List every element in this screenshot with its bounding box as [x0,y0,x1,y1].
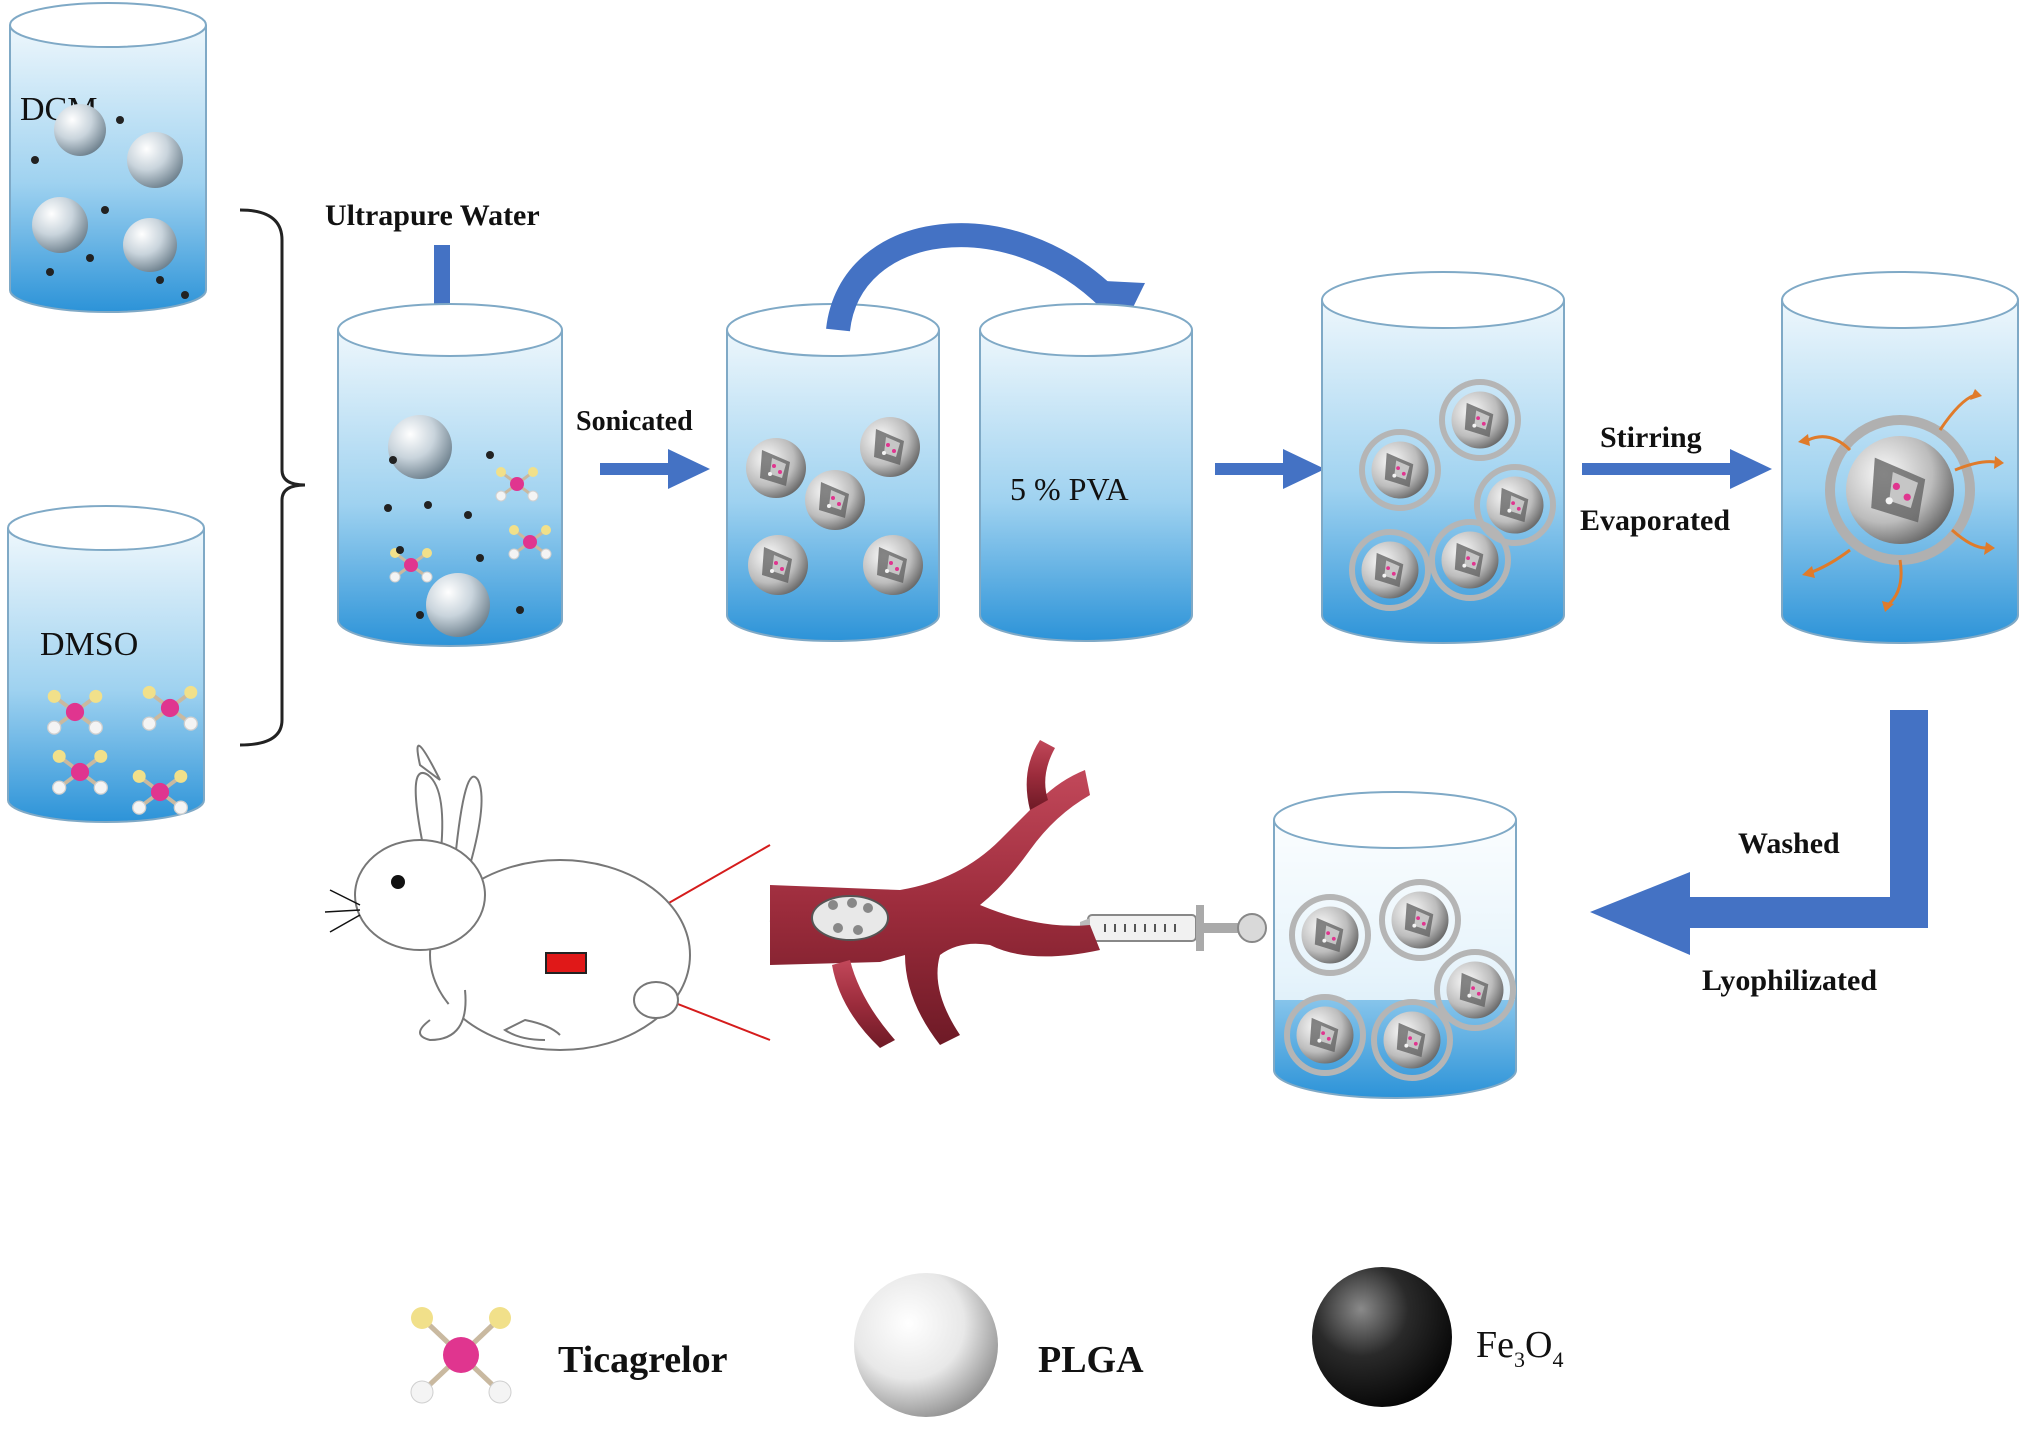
ultrapure-water-label: Ultrapure Water [325,199,540,232]
combine-bracket [239,208,306,747]
dmso-label: DMSO [40,626,138,663]
right-arrow-icon [600,449,710,489]
plga-sphere-icon [854,1273,998,1417]
dmso-beaker: DMSO [7,505,205,823]
legend: Ticagrelor PLGA Fe3O4 [410,1267,1563,1417]
ticagrelor-label: Ticagrelor [558,1339,728,1381]
ticagrelor-molecule-icon [410,1307,512,1404]
lyophilizated-label: Lyophilizated [1702,964,1877,997]
washed-label: Washed [1738,827,1840,860]
evaporation-beaker [1781,271,2019,644]
mixture-beaker [337,303,563,647]
right-arrow-icon-3 [1582,449,1772,489]
encapsulated-beaker [1321,271,1565,644]
final-nanoparticle-beaker [1273,791,1517,1099]
blood-vessel-icon [770,740,1100,1048]
evaporated-label: Evaporated [1580,504,1730,537]
pva-label: 5 % PVA [1010,471,1129,507]
sonicated-label: Sonicated [576,406,693,437]
rabbit-icon [324,744,691,1051]
emulsion-beaker [726,303,940,642]
fe3o4-sphere-icon [1312,1267,1452,1407]
fe3o4-label: Fe3O4 [1476,1324,1563,1372]
stirring-label: Stirring [1600,421,1702,454]
pva-beaker: 5 % PVA [979,303,1193,642]
dcm-beaker: DCM [9,2,207,313]
washed-lyophilized-arrow-icon [1590,710,1928,955]
right-arrow-icon-2 [1215,449,1325,489]
plga-label: PLGA [1038,1339,1144,1381]
